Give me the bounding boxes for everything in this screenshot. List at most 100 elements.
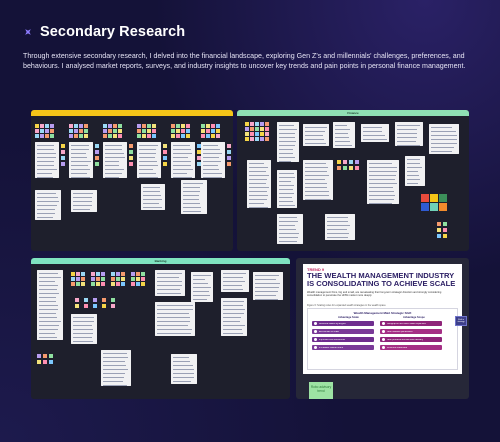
sticky-note[interactable] [142,134,146,138]
research-document[interactable] [221,298,247,336]
sticky-note[interactable] [40,129,44,133]
sticky-note[interactable] [437,228,441,232]
research-board-finance[interactable]: Finance [237,110,469,251]
research-document[interactable] [101,350,131,386]
research-document[interactable] [141,184,165,210]
sticky-note[interactable] [137,134,141,138]
research-document[interactable] [367,160,399,204]
sticky-note[interactable] [113,124,117,128]
sticky-note[interactable] [152,124,156,128]
sticky-note[interactable] [69,134,73,138]
sticky-note[interactable] [121,282,125,286]
research-document[interactable] [103,142,127,178]
sticky-note[interactable] [116,272,120,276]
sticky-note[interactable] [81,277,85,281]
sticky-note[interactable] [206,129,210,133]
sticky-note[interactable] [260,137,264,141]
sticky-note[interactable] [141,277,145,281]
sticky-note[interactable] [245,122,249,126]
sticky-note[interactable] [101,282,105,286]
sticky-note[interactable] [137,124,141,128]
sticky-note[interactable] [181,129,185,133]
sticky-note[interactable] [37,360,41,364]
sticky-note[interactable] [103,134,107,138]
sticky-note[interactable] [216,129,220,133]
sticky-note[interactable] [79,134,83,138]
research-document[interactable] [395,122,423,146]
sticky-note[interactable] [102,298,106,302]
sticky-note[interactable] [137,129,141,133]
sticky-note[interactable] [113,134,117,138]
sticky-note[interactable] [181,124,185,128]
sticky-note[interactable] [245,132,249,136]
sticky-note[interactable] [211,124,215,128]
research-document[interactable] [71,314,97,344]
sticky-note[interactable] [50,124,54,128]
sticky-note[interactable] [84,298,88,302]
sticky-note[interactable] [437,222,441,226]
research-document[interactable] [35,142,59,178]
sticky-note[interactable] [250,122,254,126]
sticky-note[interactable] [216,124,220,128]
sticky-note[interactable] [50,129,54,133]
sticky-note[interactable] [227,156,231,160]
research-document[interactable] [71,190,97,212]
sticky-note[interactable] [131,272,135,276]
research-document[interactable] [155,270,185,296]
sticky-note[interactable] [108,129,112,133]
sticky-note[interactable] [163,144,167,148]
sticky-note[interactable] [343,166,347,170]
sticky-note[interactable] [111,298,115,302]
research-document[interactable] [429,124,459,154]
sticky-note[interactable] [111,282,115,286]
sticky-note[interactable] [69,124,73,128]
sticky-note[interactable] [147,129,151,133]
sticky-note[interactable] [84,134,88,138]
sticky-note[interactable] [245,127,249,131]
sticky-note[interactable] [255,122,259,126]
sticky-note[interactable] [163,150,167,154]
sticky-note[interactable] [71,272,75,276]
sticky-note[interactable] [61,156,65,160]
sticky-note[interactable] [91,272,95,276]
sticky-note[interactable] [349,166,353,170]
sticky-note[interactable] [74,124,78,128]
sticky-note[interactable] [186,134,190,138]
sticky-note[interactable] [197,162,201,166]
sticky-note[interactable] [147,124,151,128]
sticky-note[interactable] [186,129,190,133]
research-document[interactable] [277,214,303,244]
sticky-note[interactable] [171,129,175,133]
sticky-note[interactable] [136,277,140,281]
sticky-note[interactable] [79,129,83,133]
sticky-note[interactable] [211,134,215,138]
sticky-note[interactable] [349,160,353,164]
sticky-note[interactable] [75,304,79,308]
sticky-note[interactable] [61,144,65,148]
research-document[interactable] [35,190,61,220]
sticky-note[interactable] [108,134,112,138]
sticky-note[interactable] [201,129,205,133]
sticky-note[interactable] [216,134,220,138]
sticky-note[interactable] [201,134,205,138]
sticky-note[interactable] [171,124,175,128]
research-document[interactable] [253,272,283,300]
sticky-note[interactable] [255,132,259,136]
research-document[interactable] [191,272,213,302]
sticky-note[interactable] [95,162,99,166]
sticky-note[interactable] [76,272,80,276]
sticky-note[interactable] [113,129,117,133]
sticky-note[interactable] [260,122,264,126]
sticky-note[interactable] [35,124,39,128]
sticky-note[interactable] [35,129,39,133]
sticky-note[interactable] [131,282,135,286]
sticky-note[interactable] [197,144,201,148]
research-board-general[interactable] [31,110,233,251]
sticky-note[interactable] [69,129,73,133]
sticky-note[interactable] [211,129,215,133]
sticky-note[interactable] [227,144,231,148]
sticky-note[interactable] [93,298,97,302]
research-document[interactable] [37,270,63,340]
sticky-note[interactable] [176,124,180,128]
sticky-note[interactable] [337,166,341,170]
